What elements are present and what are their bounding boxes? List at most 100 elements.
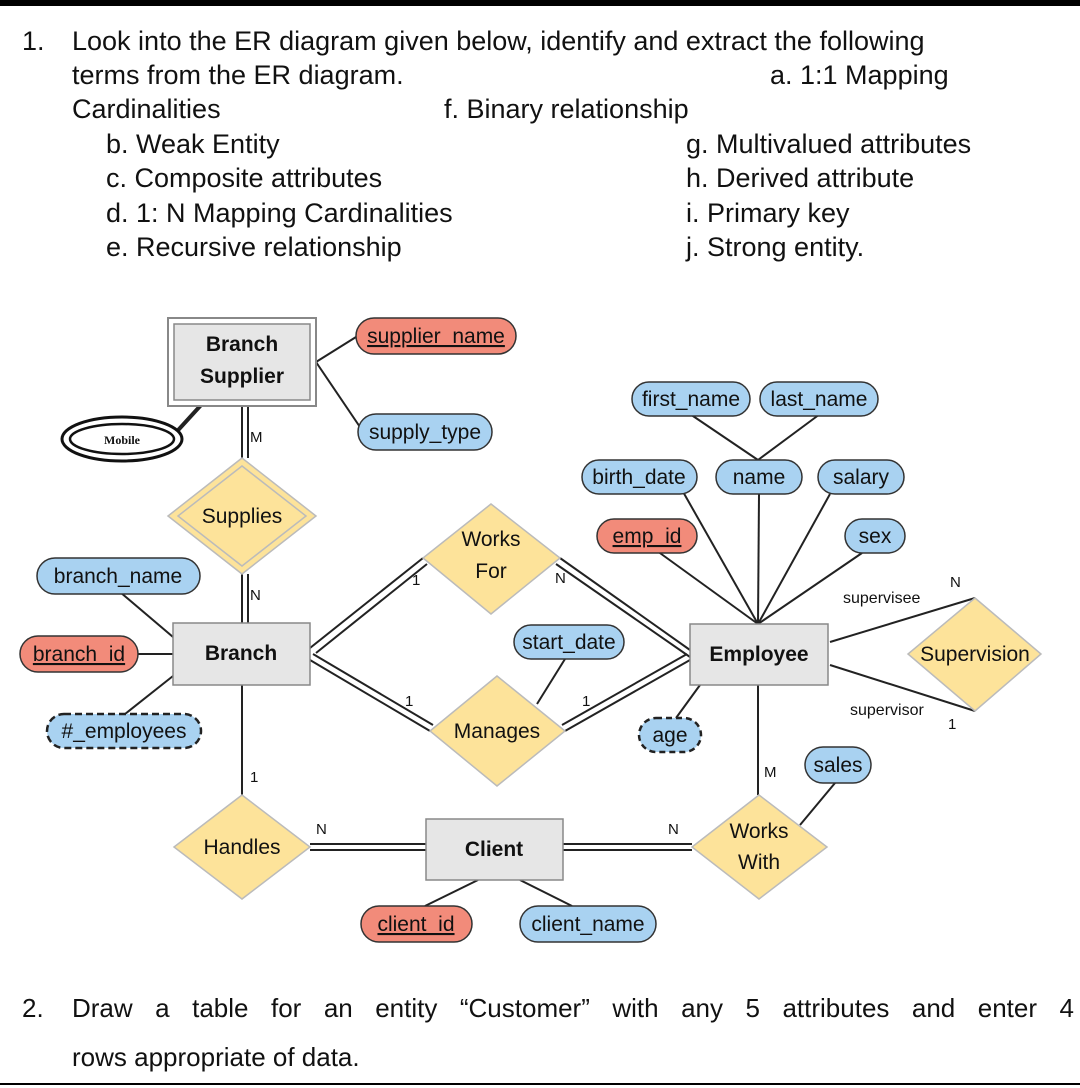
relationship-supervision: Supervision	[906, 597, 1043, 712]
question-1-number: 1.	[22, 26, 45, 56]
q2-word: table	[192, 993, 249, 1023]
bottom-border	[0, 1083, 1080, 1085]
attribute-age-label: age	[652, 724, 687, 747]
q2-word: entity	[375, 993, 438, 1023]
attribute-start-date: start_date	[513, 624, 625, 660]
entity-client: Client	[425, 818, 564, 881]
attribute-mobile-multivalued: Mobile	[60, 415, 184, 463]
attribute-salary: salary	[817, 459, 905, 495]
attribute-mobile-label: Mobile	[104, 433, 141, 447]
cardinality-supplies-branch: N	[250, 587, 261, 604]
cardinality-supervisee: N	[950, 574, 961, 591]
attribute-emp-id-label: emp_id	[613, 525, 682, 548]
cardinality-client-works-with: N	[668, 821, 679, 838]
cardinality-branch-handles: 1	[250, 769, 258, 786]
connector-lines	[119, 336, 976, 907]
relationship-works-for-label-1: Works	[461, 528, 520, 551]
term-j: j. Strong entity.	[686, 232, 865, 262]
attribute-emp-id: emp_id	[596, 518, 698, 554]
term-d: d. 1: N Mapping Cardinalities	[106, 198, 453, 228]
q2-word: attributes	[782, 993, 890, 1023]
q2-word: a	[155, 993, 170, 1023]
relationship-manages: Manages	[428, 675, 567, 787]
role-supervisor: supervisor	[850, 702, 924, 719]
entity-employee-label: Employee	[709, 643, 808, 666]
q2-word: with	[612, 993, 659, 1023]
cardinality-supervisor: 1	[948, 716, 956, 733]
q2-word: for	[270, 993, 302, 1023]
attribute-first-name-label: first_name	[642, 388, 740, 411]
q2-word: Draw	[72, 993, 133, 1023]
question-2-number: 2.	[22, 993, 44, 1023]
attribute-branch-name-label: branch_name	[54, 565, 182, 588]
attribute-client-name: client_name	[519, 905, 657, 943]
relationship-works-for: Works For	[421, 503, 562, 615]
term-h: h. Derived attribute	[686, 163, 915, 193]
relationship-works-with-label-1: Works	[729, 820, 788, 843]
entity-branch: Branch	[172, 622, 311, 686]
q2-word: “Customer”	[459, 993, 590, 1023]
relationship-works-with: Works With	[690, 794, 829, 900]
q2-word: 4	[1059, 993, 1074, 1023]
term-f: f. Binary relationship	[444, 94, 689, 124]
q2-word: enter	[977, 993, 1038, 1023]
q2-word: any	[681, 993, 724, 1023]
relationship-supplies-label: Supplies	[202, 505, 283, 528]
attribute-name-composite: name	[715, 459, 803, 495]
role-supervisee: supervisee	[843, 590, 920, 607]
term-e: e. Recursive relationship	[106, 232, 402, 262]
attribute-sales: sales	[804, 746, 872, 784]
question-2-line-1: Draw a table for an entity “Customer” wi…	[72, 991, 1074, 1025]
entity-branch-supplier: Branch Supplier	[167, 317, 317, 407]
attribute-first-name: first_name	[631, 381, 751, 417]
question-1-line-1: Look into the ER diagram given below, id…	[72, 26, 925, 56]
attribute-client-id: client_id	[360, 905, 473, 943]
attribute-branch-id: branch_id	[19, 635, 139, 673]
cardinality-supplier-supplies: M	[250, 429, 263, 446]
cardinality-branch-works-for: 1	[412, 572, 420, 589]
cardinality-employee-works-with: M	[764, 764, 777, 781]
attribute-salary-label: salary	[833, 466, 890, 489]
attribute-age-derived: age	[637, 716, 703, 754]
relationship-supplies: Supplies	[166, 457, 318, 575]
relationship-works-for-label-2: For	[475, 560, 507, 583]
relationship-manages-label: Manages	[454, 720, 540, 743]
attribute-num-employees-derived: #_employees	[45, 712, 203, 750]
term-a: a. 1:1 Mapping	[770, 60, 949, 90]
question-1-line-3: Cardinalities	[72, 94, 221, 124]
top-border	[0, 0, 1080, 6]
entity-branch-supplier-label-1: Branch	[206, 333, 278, 356]
q2-word: and	[911, 993, 956, 1023]
attribute-birth-date: birth_date	[581, 459, 698, 495]
relationship-handles: Handles	[172, 794, 312, 900]
attribute-supply-type-label: supply_type	[369, 421, 481, 444]
relationship-works-with-label-2: With	[738, 851, 780, 874]
attribute-last-name: last_name	[759, 381, 879, 417]
attribute-sex: sex	[844, 518, 906, 554]
attribute-start-date-label: start_date	[522, 631, 615, 654]
entity-employee: Employee	[689, 623, 829, 686]
relationship-supervision-label: Supervision	[920, 643, 1030, 666]
attribute-sex-label: sex	[859, 525, 892, 548]
term-b: b. Weak Entity	[106, 129, 280, 159]
term-c: c. Composite attributes	[106, 163, 383, 193]
attribute-name-label: name	[733, 466, 786, 489]
relationship-handles-label: Handles	[203, 836, 280, 859]
attribute-client-name-label: client_name	[531, 913, 644, 936]
attribute-client-id-label: client_id	[377, 913, 454, 936]
attribute-sales-label: sales	[813, 754, 862, 777]
cardinality-manages-employee: 1	[582, 693, 590, 710]
attribute-supplier-name: supplier_name	[355, 317, 517, 355]
q2-word: an	[323, 993, 353, 1023]
cardinality-branch-manages: 1	[405, 693, 413, 710]
entity-branch-supplier-label-2: Supplier	[200, 365, 284, 388]
entity-branch-label: Branch	[205, 642, 277, 665]
term-g: g. Multivalued attributes	[686, 129, 972, 159]
question-1-line-2: terms from the ER diagram.	[72, 60, 404, 90]
q2-word: 5	[745, 993, 760, 1023]
attribute-supplier-name-label: supplier_name	[367, 325, 505, 348]
cardinality-handles-client: N	[316, 821, 327, 838]
cardinality-works-for-employee: N	[555, 570, 566, 587]
entity-client-label: Client	[465, 838, 523, 861]
